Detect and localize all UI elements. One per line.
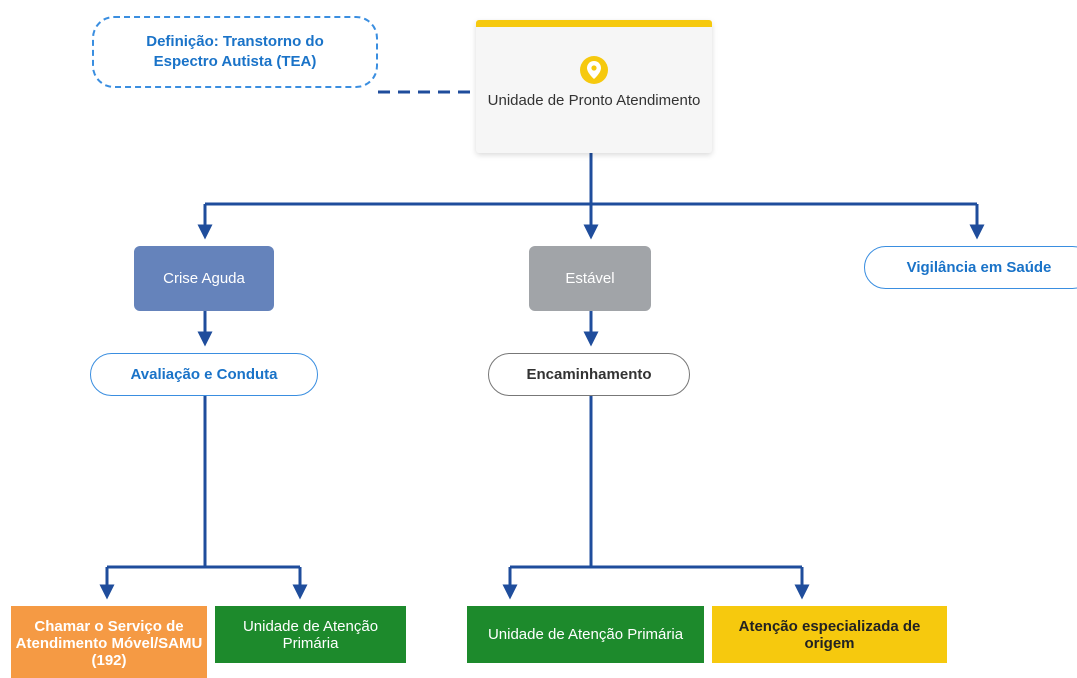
crise-aguda-box[interactable]: Crise Aguda bbox=[134, 246, 274, 311]
atencao-especializada-box[interactable]: Atenção especializada de origem bbox=[712, 606, 947, 663]
estavel-box[interactable]: Estável bbox=[529, 246, 651, 311]
map-pin-icon bbox=[580, 56, 608, 84]
uap-estavel-box[interactable]: Unidade de Atenção Primária bbox=[467, 606, 704, 663]
vigilancia-saude-pill[interactable]: Vigilância em Saúde bbox=[864, 246, 1077, 289]
uap-crise-box[interactable]: Unidade de Atenção Primária bbox=[215, 606, 406, 663]
definition-box[interactable]: Definição: Transtorno do Espectro Autist… bbox=[92, 16, 378, 88]
samu-box[interactable]: Chamar o Serviço de Atendimento Móvel/SA… bbox=[11, 606, 207, 678]
main-node-label: Unidade de Pronto Atendimento bbox=[487, 92, 701, 109]
main-node-card[interactable]: Unidade de Pronto Atendimento bbox=[476, 20, 712, 153]
encaminhamento-pill[interactable]: Encaminhamento bbox=[488, 353, 690, 396]
avaliacao-conduta-pill[interactable]: Avaliação e Conduta bbox=[90, 353, 318, 396]
